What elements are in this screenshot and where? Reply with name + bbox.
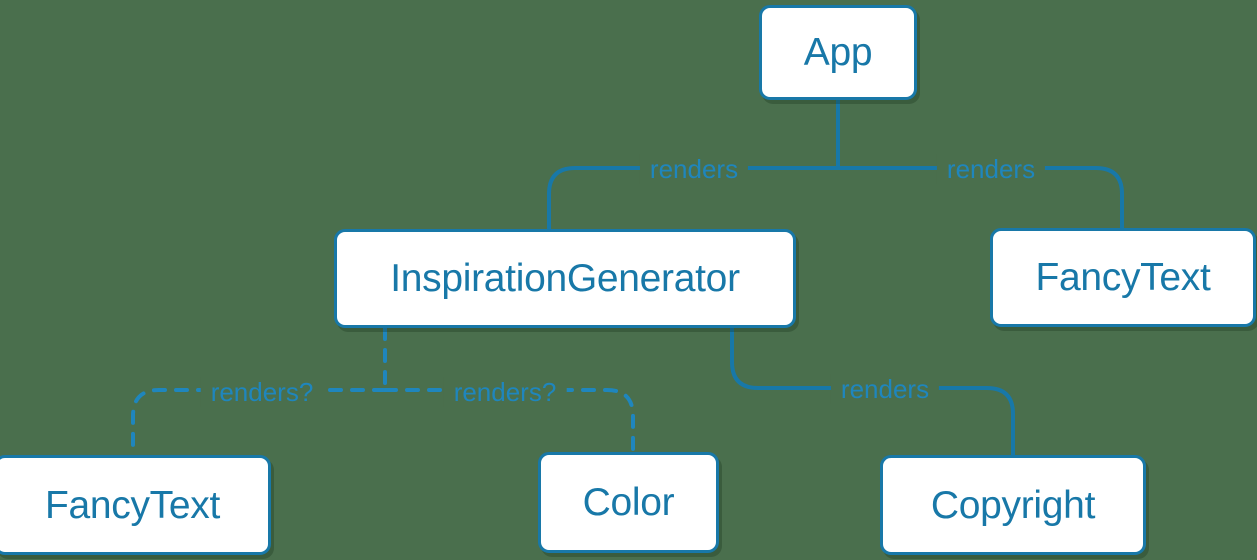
edge-label-app-inspgen: renders — [639, 154, 749, 184]
node-inspiration-generator-label: InspirationGenerator — [390, 257, 740, 300]
node-fancytext-bottom[interactable]: FancyText — [0, 455, 271, 555]
edge-label-app-fancytext: renders — [936, 154, 1046, 184]
edge-inspgen-color — [383, 388, 635, 454]
node-inspiration-generator[interactable]: InspirationGenerator — [334, 229, 796, 328]
node-app[interactable]: App — [759, 5, 917, 100]
edge-label-inspgen-color: renders? — [443, 377, 567, 407]
node-fancytext-bottom-label: FancyText — [44, 483, 221, 527]
node-color-label: Color — [582, 481, 675, 524]
node-app-label: App — [803, 31, 873, 74]
edge-label-inspgen-fancytext: renders? — [200, 377, 324, 407]
node-color[interactable]: Color — [538, 452, 719, 553]
node-copyright[interactable]: Copyright — [880, 455, 1146, 555]
node-copyright-label: Copyright — [930, 483, 1096, 527]
edge-app-inspgen — [547, 166, 840, 231]
node-fancytext-top-label: FancyText — [1035, 256, 1211, 299]
edge-inspgen-fancytext — [131, 388, 387, 457]
node-fancytext-top[interactable]: FancyText — [990, 228, 1256, 327]
edge-app-fancytext — [836, 166, 1124, 230]
edge-label-inspgen-copyright: renders — [830, 374, 940, 404]
